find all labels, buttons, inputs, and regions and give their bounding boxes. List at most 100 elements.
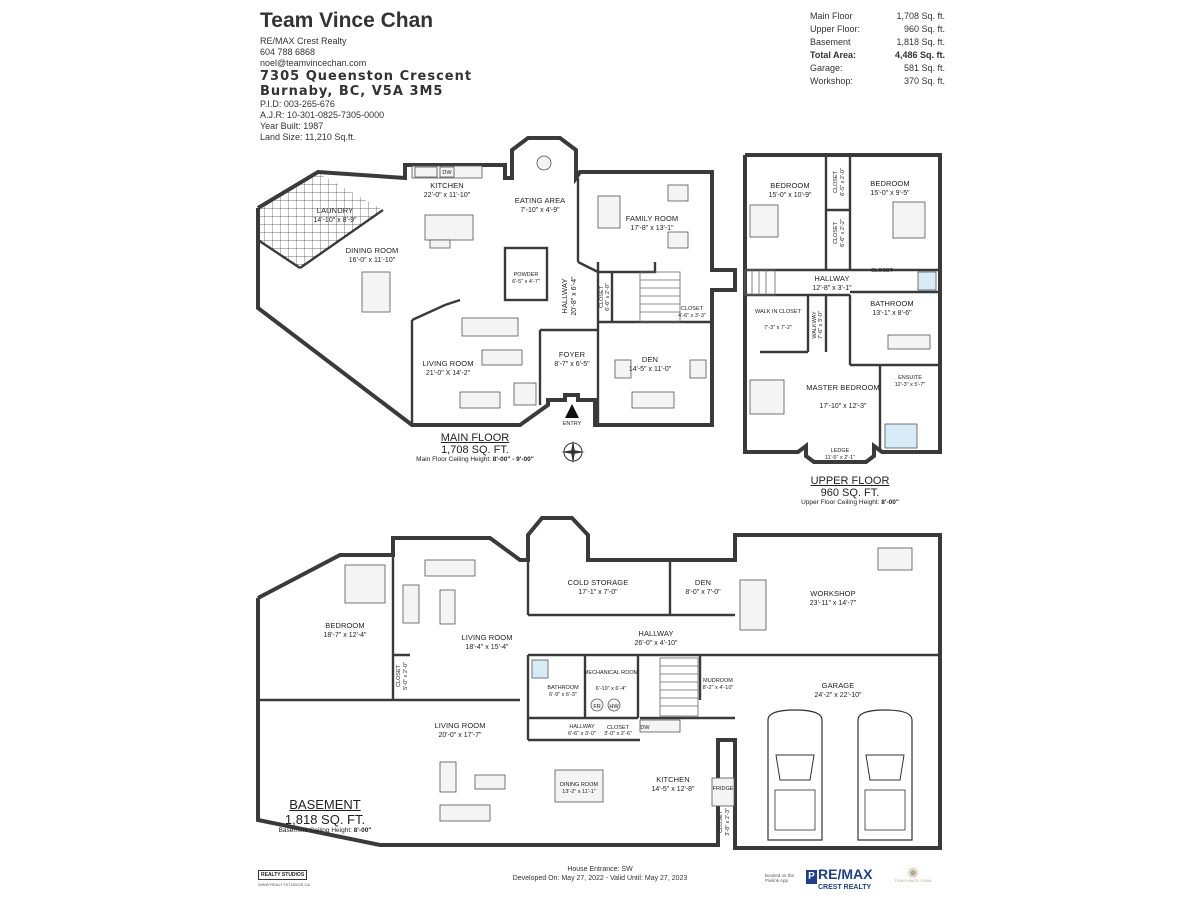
ajr: A.J.R: 10-301-0825-7305-0000 — [260, 110, 385, 120]
room-living-room-2: LIVING ROOM — [434, 721, 485, 730]
svg-text:22'-0" x 11'-10": 22'-0" x 11'-10" — [424, 192, 471, 199]
svg-text:13'-1" x 8'-6": 13'-1" x 8'-6" — [872, 310, 912, 317]
room-workshop: WORKSHOP — [810, 589, 855, 598]
basement-label: BASEMENT 1,818 SQ. FT. Basement Ceiling … — [278, 797, 372, 834]
fr-label: FR — [593, 704, 600, 710]
svg-text:8'-0" x 7'-0": 8'-0" x 7'-0" — [685, 589, 721, 596]
land-size: Land Size: 11,210 Sq.ft. — [260, 132, 356, 142]
area-row-total: Total Area:4,486 Sq. ft. — [810, 50, 945, 60]
dishwasher — [439, 166, 455, 178]
room-bedroom-2: BEDROOM — [870, 179, 909, 188]
room-dining-room: DINING ROOM — [560, 782, 598, 788]
room-bedroom-1: BEDROOM — [770, 181, 809, 190]
compass-icon — [561, 440, 585, 464]
room-closet-c: CLOSET — [871, 268, 894, 274]
room-bathroom: BATHROOM — [547, 685, 579, 691]
svg-text:11'-5" x 2'-1": 11'-5" x 2'-1" — [825, 455, 855, 461]
svg-text:17'-8" x 13'-1": 17'-8" x 13'-1" — [630, 225, 674, 232]
room-walkway: WALKWAY — [812, 311, 818, 339]
address-line-1: 7305 Queenston Crescent — [260, 69, 473, 84]
svg-text:20'-0" x 17'-7": 20'-0" x 17'-7" — [438, 732, 482, 739]
brokerage: RE/MAX Crest Realty — [260, 36, 347, 46]
booked-on-pixilink: Booked on the Pixilink App — [765, 873, 795, 883]
upper-stairs — [744, 269, 776, 296]
room-hallway: HALLWAY — [814, 274, 849, 283]
room-closet-b: CLOSET — [833, 221, 839, 244]
dw-label: DW — [442, 170, 452, 176]
room-garage: GARAGE — [822, 681, 855, 690]
room-closet-2: CLOSET — [607, 725, 630, 731]
svg-text:14'-5" x 12'-8": 14'-5" x 12'-8" — [651, 786, 695, 793]
room-closet-2: CLOSET — [681, 306, 704, 312]
svg-text:18'-7" x 12'-4": 18'-7" x 12'-4" — [323, 632, 367, 639]
footer: House Entrance: SW Developed On: May 27,… — [0, 865, 1200, 883]
room-cold-storage: COLD STORAGE — [568, 578, 629, 587]
realty-studios-url: WWW.REALTYSTUDIOS.CA — [258, 882, 310, 887]
developed-date: Developed On: May 27, 2022 - Valid Until… — [512, 875, 688, 882]
svg-text:18'-4" x 15'-4": 18'-4" x 15'-4" — [465, 644, 509, 651]
room-kitchen: KITCHEN — [656, 775, 690, 784]
realty-studios-logo: REALTY STUDIOS — [258, 870, 308, 880]
room-living-room-1: LIVING ROOM — [461, 633, 512, 642]
address-line-2: Burnaby, BC, V5A 3M5 — [260, 84, 444, 99]
area-row: Workshop:370 Sq. ft. — [810, 76, 945, 86]
main-outer-wall — [256, 136, 737, 427]
laundry-tile — [258, 173, 383, 268]
room-bedroom: BEDROOM — [325, 621, 364, 630]
room-hallway-1: HALLWAY — [638, 629, 673, 638]
svg-text:26'-0" x 4'-10": 26'-0" x 4'-10" — [634, 640, 678, 647]
svg-text:6'-10" x 6'-4": 6'-10" x 6'-4" — [596, 686, 627, 692]
remax-logo: RE/MAX CREST REALTY — [818, 866, 873, 891]
main-floor-plan: ENTRY LAUNDRY 14'-10" x 8'-9" KITCHEN 22… — [256, 136, 737, 464]
room-den: DEN — [642, 355, 658, 364]
room-closet: CLOSET — [396, 664, 402, 687]
room-ensuite: ENSUITE — [898, 375, 922, 381]
room-powder: POWDER — [514, 272, 539, 278]
room-mudroom: MUDROOM — [703, 678, 733, 684]
pid: P.I.D: 003-265-676 — [260, 99, 335, 109]
team-logo-icon: ◉ — [907, 865, 919, 879]
main-floor-label: MAIN FLOOR 1,708 SQ. FT. Main Floor Ceil… — [416, 432, 534, 463]
room-dining-room: DINING ROOM — [346, 246, 399, 255]
room-eating-area: EATING AREA — [515, 196, 566, 205]
svg-text:6'-6" x 2'-2": 6'-6" x 2'-2" — [840, 219, 846, 247]
svg-text:16'-0" x 11'-10": 16'-0" x 11'-10" — [349, 257, 396, 264]
svg-text:4'-6" x 3'-3": 4'-6" x 3'-3" — [678, 313, 706, 319]
main-stairs — [639, 271, 681, 323]
car-icon — [767, 709, 823, 841]
svg-text:24'-2" x 22'-10": 24'-2" x 22'-10" — [815, 692, 862, 699]
room-ledge: LEDGE — [831, 448, 850, 454]
svg-text:14'-5" x 11'-0": 14'-5" x 11'-0" — [629, 366, 672, 373]
svg-text:7'-3" x 7'-2": 7'-3" x 7'-2" — [764, 325, 792, 331]
svg-text:6'-9" x 6'-3": 6'-9" x 6'-3" — [549, 692, 577, 698]
svg-text:15'-0" x 9'-5": 15'-0" x 9'-5" — [870, 190, 910, 197]
fridge-label: FRIDGE — [713, 786, 734, 792]
room-closet-a: CLOSET — [833, 170, 839, 193]
listing-info: RE/MAX Crest Realty 604 788 6868 noel@te… — [260, 36, 472, 143]
svg-text:21'-0" X 14'-2": 21'-0" X 14'-2" — [426, 370, 471, 377]
upper-floor-plan: BEDROOM 15'-0" x 10'-9" BEDROOM 15'-0" x… — [743, 153, 942, 464]
car-icon — [857, 709, 913, 841]
room-living-room: LIVING ROOM — [422, 359, 473, 368]
svg-text:12'-8" x 3'-1": 12'-8" x 3'-1" — [812, 285, 852, 292]
svg-text:3'-8" x 2'-3": 3'-8" x 2'-3" — [725, 808, 731, 836]
team-name: Team Vince Chan — [260, 9, 434, 32]
svg-text:15'-0" x 10'-9": 15'-0" x 10'-9" — [768, 192, 812, 199]
svg-text:6'-5" x 2'-0": 6'-5" x 2'-0" — [840, 168, 846, 196]
team-vince-chan-logo: ◉ TEAM VINCE CHAN — [894, 865, 932, 883]
area-row: Upper Floor:960 Sq. ft. — [810, 24, 945, 34]
room-foyer: FOYER — [559, 350, 586, 359]
room-laundry: LAUNDRY — [317, 206, 353, 215]
svg-text:17'-1" x 7'-0": 17'-1" x 7'-0" — [578, 589, 618, 596]
year-built: Year Built: 1987 — [260, 121, 324, 131]
room-bathroom: BATHROOM — [870, 299, 914, 308]
svg-text:6'-5" x 4'-7": 6'-5" x 4'-7" — [512, 279, 540, 285]
dw-label: DW — [640, 725, 650, 731]
svg-text:5'-0" x 2'-0": 5'-0" x 2'-0" — [403, 662, 409, 690]
svg-text:6'-6" x 3'-0": 6'-6" x 3'-0" — [568, 731, 596, 737]
svg-text:3'-0" x 2'-6": 3'-0" x 2'-6" — [604, 731, 632, 737]
basement-stairs — [659, 657, 699, 717]
house-entrance: House Entrance: SW — [567, 866, 633, 873]
